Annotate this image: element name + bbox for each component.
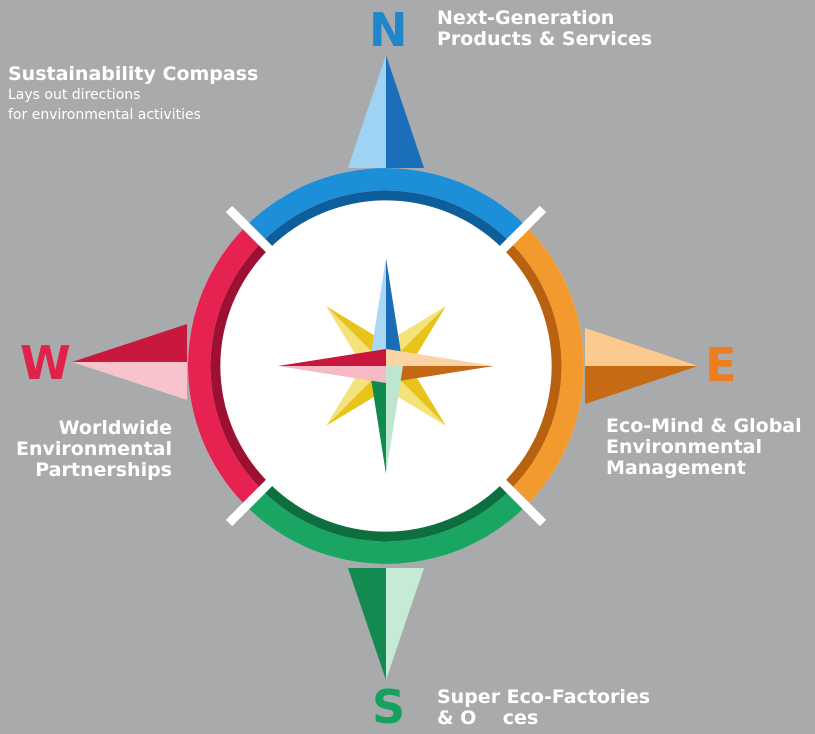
- east-label-line-2: Environmental: [606, 436, 762, 458]
- south-label: Super Eco-Factories & O ces: [437, 687, 650, 729]
- diagram-title: Sustainability Compass: [8, 63, 259, 85]
- compass-ring: [188, 168, 584, 564]
- south-pointer: [348, 568, 424, 680]
- north-pointer: [348, 55, 424, 168]
- west-label-line-1: Worldwide: [58, 417, 172, 439]
- west-letter: W: [20, 336, 71, 390]
- east-label-line-3: Management: [606, 457, 746, 479]
- subtitle-line-2: for environmental activities: [8, 107, 201, 123]
- east-label-line-1: Eco-Mind & Global: [606, 415, 802, 437]
- west-label: Worldwide Environmental Partnerships: [0, 418, 172, 481]
- title-block: Sustainability Compass Lays out directio…: [8, 63, 258, 125]
- north-letter: N: [369, 3, 408, 57]
- subtitle-line-1: Lays out directions: [8, 87, 141, 103]
- south-label-line-2: & O ces: [437, 707, 539, 729]
- south-label-line-1: Super Eco-Factories: [437, 686, 651, 708]
- east-letter: E: [705, 338, 737, 392]
- north-label-line-1: Next-Generation: [437, 7, 615, 29]
- east-label: Eco-Mind & Global Environmental Manageme…: [606, 416, 802, 479]
- north-label-line-2: Products & Services: [437, 28, 653, 50]
- west-label-line-3: Partnerships: [35, 459, 172, 481]
- north-label: Next-Generation Products & Services: [437, 8, 652, 50]
- west-pointer: [72, 324, 187, 400]
- south-letter: S: [372, 680, 406, 734]
- inner-compass-star: [278, 258, 494, 474]
- east-pointer: [585, 328, 698, 404]
- west-label-line-2: Environmental: [16, 438, 172, 460]
